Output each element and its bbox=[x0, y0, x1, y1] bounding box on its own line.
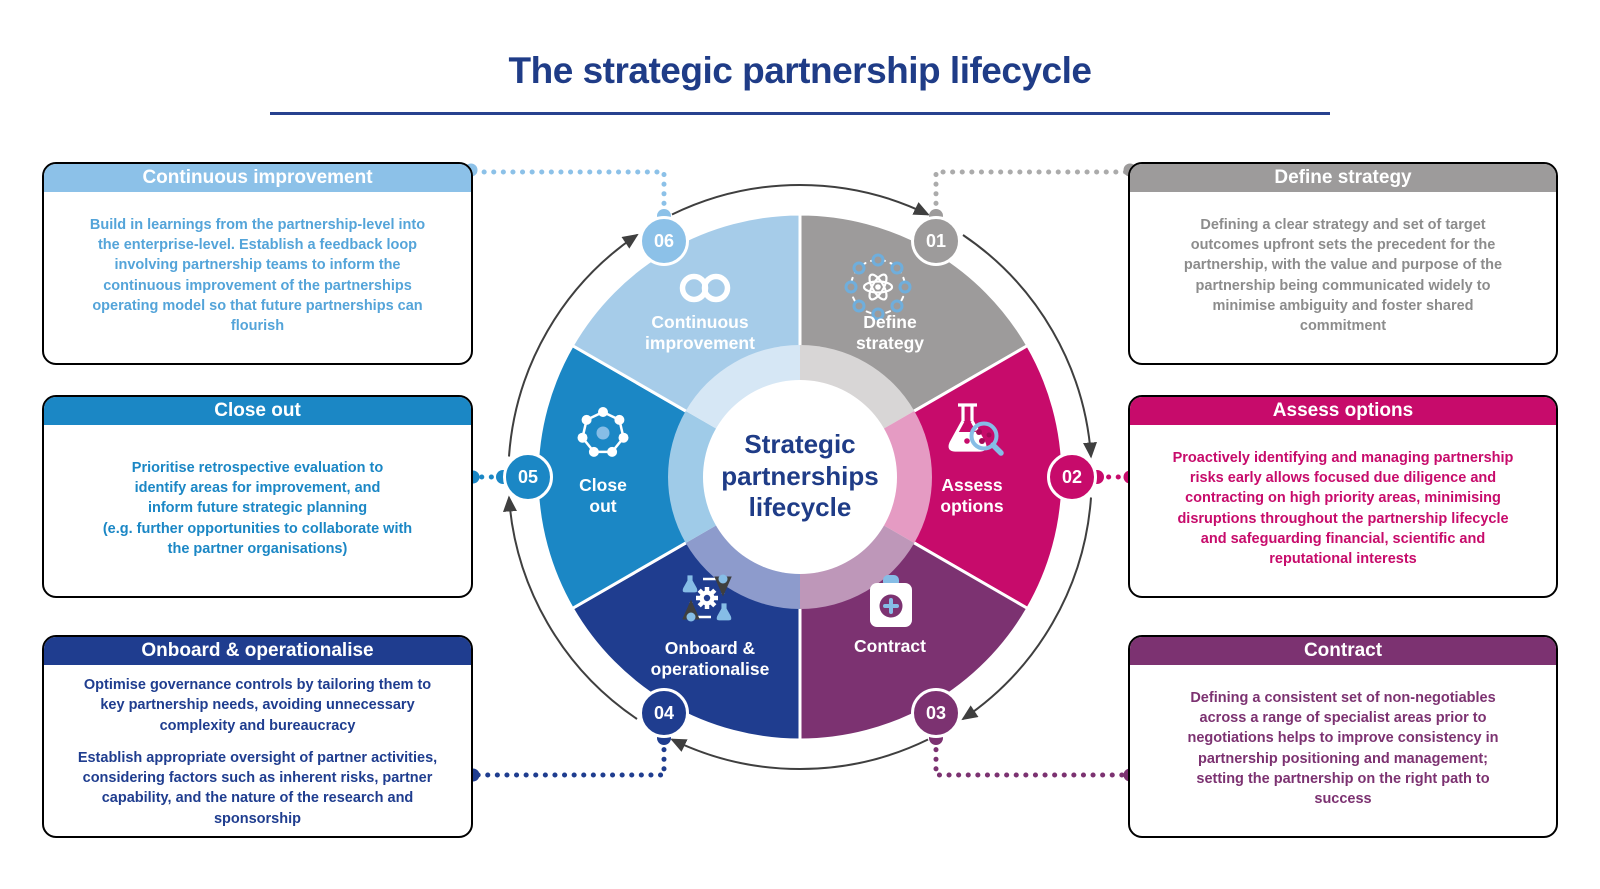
onboard-paragraph-2: Establish appropriate oversight of partn… bbox=[77, 749, 438, 827]
box-contract-header: Contract bbox=[1130, 637, 1556, 665]
box-assess-options-body: Proactively identifying and managing par… bbox=[1172, 449, 1514, 568]
connector-06 bbox=[470, 169, 667, 216]
box-continuous-improvement-header: Continuous improvement bbox=[44, 164, 471, 192]
molecule-ring-icon bbox=[577, 407, 629, 457]
box-contract: Contract Defining a consistent set of no… bbox=[1128, 635, 1558, 838]
wheel-label-assess-options: Assess options bbox=[940, 475, 1004, 516]
wheel-center-circle bbox=[703, 380, 897, 574]
contract-kit-icon bbox=[870, 575, 912, 627]
page-title: The strategic partnership lifecycle bbox=[508, 50, 1092, 91]
box-define-strategy-header: Define strategy bbox=[1130, 164, 1556, 192]
wheel-center-label: Strategic partnerships lifecycle bbox=[721, 429, 879, 523]
box-assess-options: Assess options Proactively identifying a… bbox=[1128, 395, 1558, 598]
badge-04: 04 bbox=[639, 688, 689, 738]
connector-01 bbox=[933, 169, 1131, 216]
badge-06: 06 bbox=[639, 216, 689, 266]
box-onboard-operationalise: Onboard & operationalise Optimise govern… bbox=[42, 635, 473, 838]
wheel-label-continuous-improvement: Continuous improvement bbox=[645, 312, 755, 353]
wheel-label-contract: Contract bbox=[854, 636, 926, 656]
wheel-label-define-strategy: Define strategy bbox=[855, 312, 925, 353]
onboard-paragraph-1: Optimise governance controls by tailorin… bbox=[83, 677, 432, 734]
box-continuous-improvement: Continuous improvement Build in learning… bbox=[42, 162, 473, 365]
badge-03: 03 bbox=[911, 688, 961, 738]
badge-05: 05 bbox=[503, 452, 553, 502]
connector-03 bbox=[933, 737, 1131, 778]
flask-magnifier-icon bbox=[948, 403, 1004, 456]
wheel-label-onboard: Onboard & operationalise bbox=[650, 638, 770, 679]
box-onboard-operationalise-header: Onboard & operationalise bbox=[44, 637, 471, 665]
box-define-strategy-body: Defining a clear strategy and set of tar… bbox=[1183, 216, 1503, 335]
box-close-out: Close out Prioritise retrospective evalu… bbox=[42, 395, 473, 598]
infinity-icon bbox=[679, 273, 731, 303]
process-cycle-icon bbox=[682, 574, 732, 622]
title-underline bbox=[270, 112, 1330, 115]
badge-02: 02 bbox=[1047, 452, 1097, 502]
dotted-connectors bbox=[470, 169, 1131, 778]
badge-01: 01 bbox=[911, 216, 961, 266]
box-assess-options-header: Assess options bbox=[1130, 397, 1556, 425]
cycle-arrows bbox=[503, 184, 1097, 770]
wheel-label-close-out: Close out bbox=[579, 475, 627, 516]
box-define-strategy: Define strategy Defining a clear strateg… bbox=[1128, 162, 1558, 365]
atom-network-icon bbox=[844, 253, 912, 321]
box-onboard-operationalise-body: Optimise governance controls by tailorin… bbox=[44, 665, 471, 836]
box-continuous-improvement-body: Build in learnings from the partnership-… bbox=[89, 216, 426, 335]
box-close-out-body: Prioritise retrospective evaluation to i… bbox=[102, 459, 413, 557]
box-close-out-header: Close out bbox=[44, 397, 471, 425]
box-contract-body: Defining a consistent set of non-negotia… bbox=[1187, 689, 1499, 808]
connector-04 bbox=[470, 737, 667, 778]
